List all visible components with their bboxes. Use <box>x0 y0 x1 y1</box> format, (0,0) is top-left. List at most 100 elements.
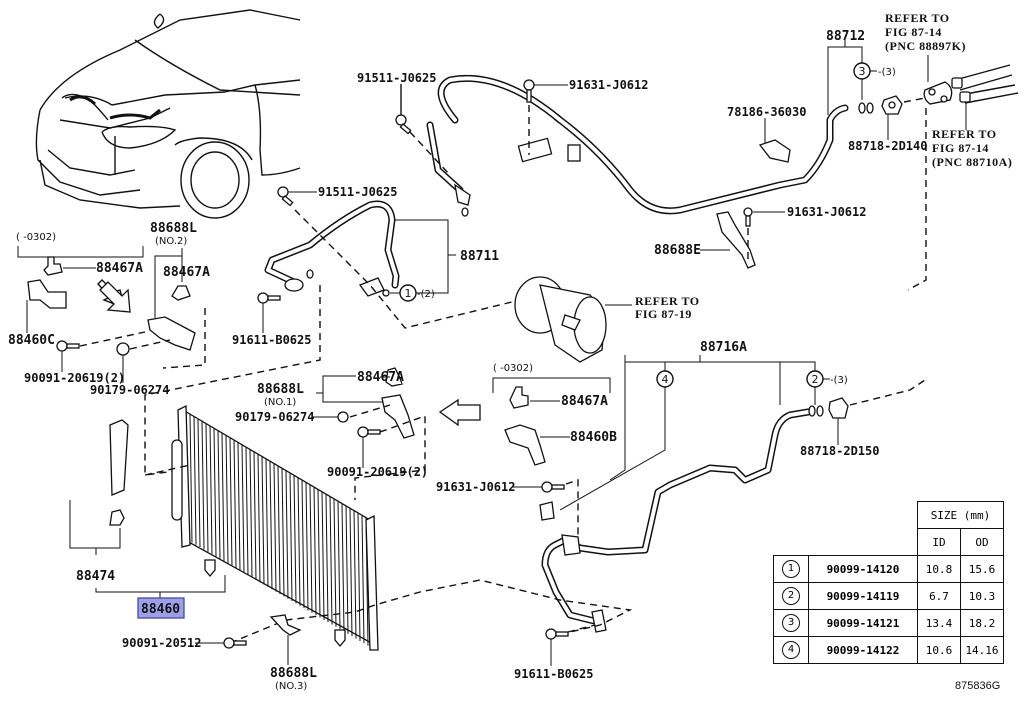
fasteners-left <box>56 331 171 383</box>
condenser-fin <box>281 468 285 597</box>
arrow-indicator-left <box>99 281 131 313</box>
label-circle1-qty: -(2) <box>417 289 435 300</box>
pipe-88716a-drawing <box>539 355 926 633</box>
condenser-fin <box>253 451 257 580</box>
condenser-fin <box>325 494 329 623</box>
condenser-fin <box>361 515 365 644</box>
label-88688l-no2: 88688L <box>150 221 197 236</box>
label-88688l-no3: 88688L <box>270 666 317 681</box>
label-88711: 88711 <box>460 249 499 264</box>
label-91611-b0625-left: 91611-B0625 <box>232 333 311 347</box>
table-row: 2 90099-14119 6.7 10.3 <box>773 582 1004 610</box>
hose-88711-drawing <box>264 200 456 302</box>
label-no2: (NO.2) <box>155 236 187 247</box>
part-number[interactable]: 90099-14121 <box>808 609 918 637</box>
right-group-bracket <box>492 377 611 466</box>
label-91511-j0625-top: 91511-J0625 <box>357 71 436 85</box>
label-88718-2d150: 88718-2D150 <box>800 444 879 458</box>
condenser-fin <box>269 461 273 590</box>
leader-88712 <box>827 40 877 115</box>
row-number-circle: 1 <box>782 560 800 578</box>
condenser-fin <box>353 510 357 639</box>
refer-88710a-line3: (PNC 88710A) <box>932 155 1012 169</box>
bolt-91511-top <box>395 84 451 176</box>
row-number-circle: 3 <box>782 614 800 632</box>
label-right-range: ( -0302) <box>493 363 533 374</box>
refer-connector-top <box>907 55 1019 291</box>
condenser-fin <box>241 444 245 573</box>
size-id: 6.7 <box>917 582 961 610</box>
bracket-88688l-no2 <box>147 248 206 369</box>
condenser-fin <box>197 419 201 548</box>
condenser-fin <box>337 501 341 630</box>
label-left-range: ( -0302) <box>16 232 56 243</box>
arrow-indicator-right <box>438 398 481 427</box>
label-78186-36030: 78186-36030 <box>727 105 806 119</box>
condenser-fin <box>221 433 225 562</box>
label-no3: (NO.3) <box>275 681 307 692</box>
condenser-fin <box>293 475 297 604</box>
label-no1: (NO.1) <box>264 397 296 408</box>
circle-2-marker: 2 <box>812 373 819 386</box>
label-91611-b0625-bottom: 91611-B0625 <box>514 667 593 681</box>
label-circle3-qty: -(3) <box>878 67 896 78</box>
figure-id: 875836G <box>955 680 1001 692</box>
label-88467a-1: 88467A <box>96 261 143 276</box>
condenser-fin <box>209 426 213 555</box>
fitting-88718-2d140 <box>881 95 926 140</box>
refer-88897k-line2: FIG 87-14 <box>885 25 942 39</box>
condenser-fin <box>245 447 249 576</box>
bolt-91631-top <box>523 79 568 155</box>
row-number-circle: 2 <box>782 587 800 605</box>
condenser-fin <box>229 437 233 566</box>
label-90179-06274-mid: 90179-06274 <box>235 410 314 424</box>
condenser-fin <box>301 480 305 609</box>
label-90091-20512: 90091-20512 <box>122 636 201 650</box>
condenser-drawing <box>144 404 633 651</box>
highlight-88460 <box>137 597 185 619</box>
condenser-fin <box>205 423 209 552</box>
label-88460[interactable]: 88460 <box>141 602 180 617</box>
condenser-fin <box>357 512 361 641</box>
bolt-91631-low <box>512 479 579 535</box>
label-88460c: 88460C <box>8 333 55 348</box>
table-row: 1 90099-14120 10.8 15.6 <box>773 555 1004 583</box>
part-number[interactable]: 90099-14119 <box>808 582 918 610</box>
condenser-fin <box>277 465 281 595</box>
size-table: SIZE (mm) ID OD 1 90099-14120 10.8 15.6 … <box>773 501 1004 664</box>
condenser-fin <box>193 416 197 545</box>
bracket-88688l-no1 <box>312 367 426 500</box>
condenser-fin <box>201 421 205 550</box>
size-od: 10.3 <box>960 582 1004 610</box>
label-91631-j0612-top: 91631-J0612 <box>569 78 648 92</box>
condenser-fin <box>225 435 229 564</box>
label-91511-j0625-mid: 91511-J0625 <box>318 185 397 199</box>
label-90091-20619-mid: 90091-20619(2) <box>327 465 428 479</box>
label-88474: 88474 <box>76 569 115 584</box>
condenser-fin <box>265 458 269 587</box>
label-90091-20619-left: 90091-20619(2) <box>24 371 125 385</box>
part-number[interactable]: 90099-14122 <box>808 636 918 664</box>
left-group-bracket <box>17 246 144 333</box>
refer-87-19-line2: FIG 87-19 <box>635 307 692 321</box>
condenser-fin <box>189 414 193 543</box>
compressor-drawing <box>514 276 632 363</box>
bracket-88688e <box>700 207 785 269</box>
circle-3-marker: 3 <box>859 65 866 78</box>
circle-4-marker: 4 <box>662 373 669 386</box>
label-88688e: 88688E <box>654 243 701 258</box>
refer-87-19-line1: REFER TO <box>635 294 700 308</box>
label-88467a-3: 88467A <box>357 370 404 385</box>
clamp-78186 <box>758 118 791 163</box>
car-illustration <box>35 9 301 219</box>
label-88467a-4: 88467A <box>561 394 608 409</box>
refer-88710a-line2: FIG 87-14 <box>932 141 989 155</box>
condenser-fin <box>249 449 253 578</box>
part-number[interactable]: 90099-14120 <box>808 555 918 583</box>
condenser-fin <box>261 456 265 585</box>
condenser-fin <box>317 489 321 618</box>
label-88688l-no1: 88688L <box>257 382 304 397</box>
table-row: 3 90099-14121 13.4 18.2 <box>773 609 1004 637</box>
row-number-circle: 4 <box>782 641 800 659</box>
